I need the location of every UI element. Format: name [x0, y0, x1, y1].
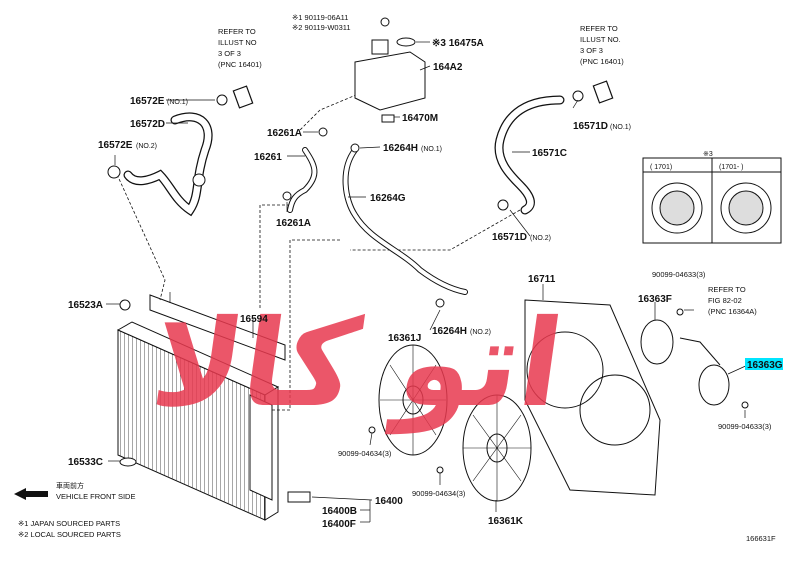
direction-indicator: 車両前方 VEHICLE FRONT SIDE [14, 481, 135, 501]
part-labels: ※3 16475A 164A2 16470M 16572E (NO.1) 165… [68, 38, 783, 530]
part-label: 16711 [528, 274, 556, 285]
part-label: 16523A [68, 300, 103, 311]
inset-variant-box: ※3 ( 1701) (1701- ) [642, 151, 782, 244]
watermark-logo: اتو کالا [144, 295, 571, 435]
refer-left-line: (PNC 16401) [218, 60, 262, 69]
refer-left-line: 3 OF 3 [218, 49, 241, 58]
label-leaders [106, 41, 751, 523]
refer-left-line: REFER TO [218, 27, 256, 36]
highlight-16363G [745, 358, 783, 370]
leader-lines [114, 84, 521, 411]
front-arrow-icon [14, 488, 48, 500]
part-note: (NO.2) [530, 235, 551, 242]
part-label: 16572E [98, 140, 133, 151]
radiator-drawing [116, 294, 286, 521]
part-label: 90099-04633(3) [718, 422, 772, 431]
part-label: 16571D [492, 232, 527, 243]
part-label: 16594 [240, 314, 268, 325]
refer-right-line: 3 OF 3 [580, 46, 603, 55]
part-label: 16400B [322, 506, 357, 517]
refer-right: REFER TO ILLUST NO. 3 OF 3 (PNC 16401) [580, 24, 624, 66]
part-label: 16363F [638, 294, 672, 305]
small-parts [107, 90, 749, 503]
part-label: 164A2 [433, 62, 463, 73]
part-label-highlighted: 16363G [747, 360, 783, 371]
reservoir-tank [354, 17, 426, 111]
part-label: 90099-04634(3) [412, 489, 466, 498]
refer-fig-line: REFER TO [708, 285, 746, 294]
part-note: (NO.1) [610, 124, 631, 131]
figure-code: 166631F [746, 534, 776, 543]
footnote: ※2 LOCAL SOURCED PARTS [18, 530, 121, 539]
refer-fig: REFER TO FIG 82-02 (PNC 16364A) [708, 285, 757, 316]
refer-right-line: (PNC 16401) [580, 57, 624, 66]
part-label: 16572D [130, 119, 165, 130]
inset-left-label: ( 1701) [650, 164, 672, 171]
refer-left-line: ILLUST NO [218, 38, 257, 47]
cooling-fan-left [378, 344, 448, 456]
refer-left: REFER TO ILLUST NO 3 OF 3 (PNC 16401) [218, 27, 262, 69]
inset-right-label: (1701- ) [719, 164, 744, 171]
direction-jp: 車両前方 [56, 481, 84, 490]
part-label: 16470M [402, 113, 438, 124]
footnote: ※1 JAPAN SOURCED PARTS [18, 519, 120, 528]
part-label: 16261 [254, 152, 282, 163]
part-label: 16400 [375, 496, 403, 507]
hose-drawings [123, 80, 614, 295]
fan-shroud [524, 299, 661, 496]
part-label: 16361J [388, 333, 421, 344]
refer-right-line: ILLUST NO. [580, 35, 621, 44]
cap-note: ※2 90119-W0311 [292, 23, 351, 32]
part-label: 16264H [432, 326, 467, 337]
part-label: 16261A [267, 128, 302, 139]
refer-right-line: REFER TO [580, 24, 618, 33]
direction-en: VEHICLE FRONT SIDE [56, 492, 135, 501]
part-note: (NO.1) [421, 146, 442, 153]
refer-fig-line: FIG 82-02 [708, 296, 742, 305]
part-label: 16261A [276, 218, 311, 229]
cooling-fan-right [462, 394, 532, 502]
part-label: 16572E [130, 96, 165, 107]
part-label: 16361K [488, 516, 524, 527]
part-label: 16571D [573, 121, 608, 132]
cap-notes: ※1 90119-06A11 ※2 90119-W0311 [292, 13, 351, 32]
part-label: 16264G [370, 193, 406, 204]
footnotes: ※1 JAPAN SOURCED PARTS ※2 LOCAL SOURCED … [18, 519, 121, 539]
refer-fig-line: (PNC 16364A) [708, 307, 757, 316]
part-label: 16533C [68, 457, 103, 468]
part-label: 90099-04634(3) [338, 449, 392, 458]
part-label: ※3 16475A [432, 38, 484, 49]
part-label: 90099-04633(3) [652, 270, 706, 279]
part-note: (NO.1) [167, 99, 188, 106]
part-label: 16571C [532, 148, 567, 159]
cap-note: ※1 90119-06A11 [292, 13, 348, 22]
fan-motors [640, 319, 730, 406]
inset-mark: ※3 [703, 151, 713, 158]
part-label: 16400F [322, 519, 356, 530]
part-label: 16264H [383, 143, 418, 154]
part-note: (NO.2) [136, 143, 157, 150]
part-note: (NO.2) [470, 329, 491, 336]
